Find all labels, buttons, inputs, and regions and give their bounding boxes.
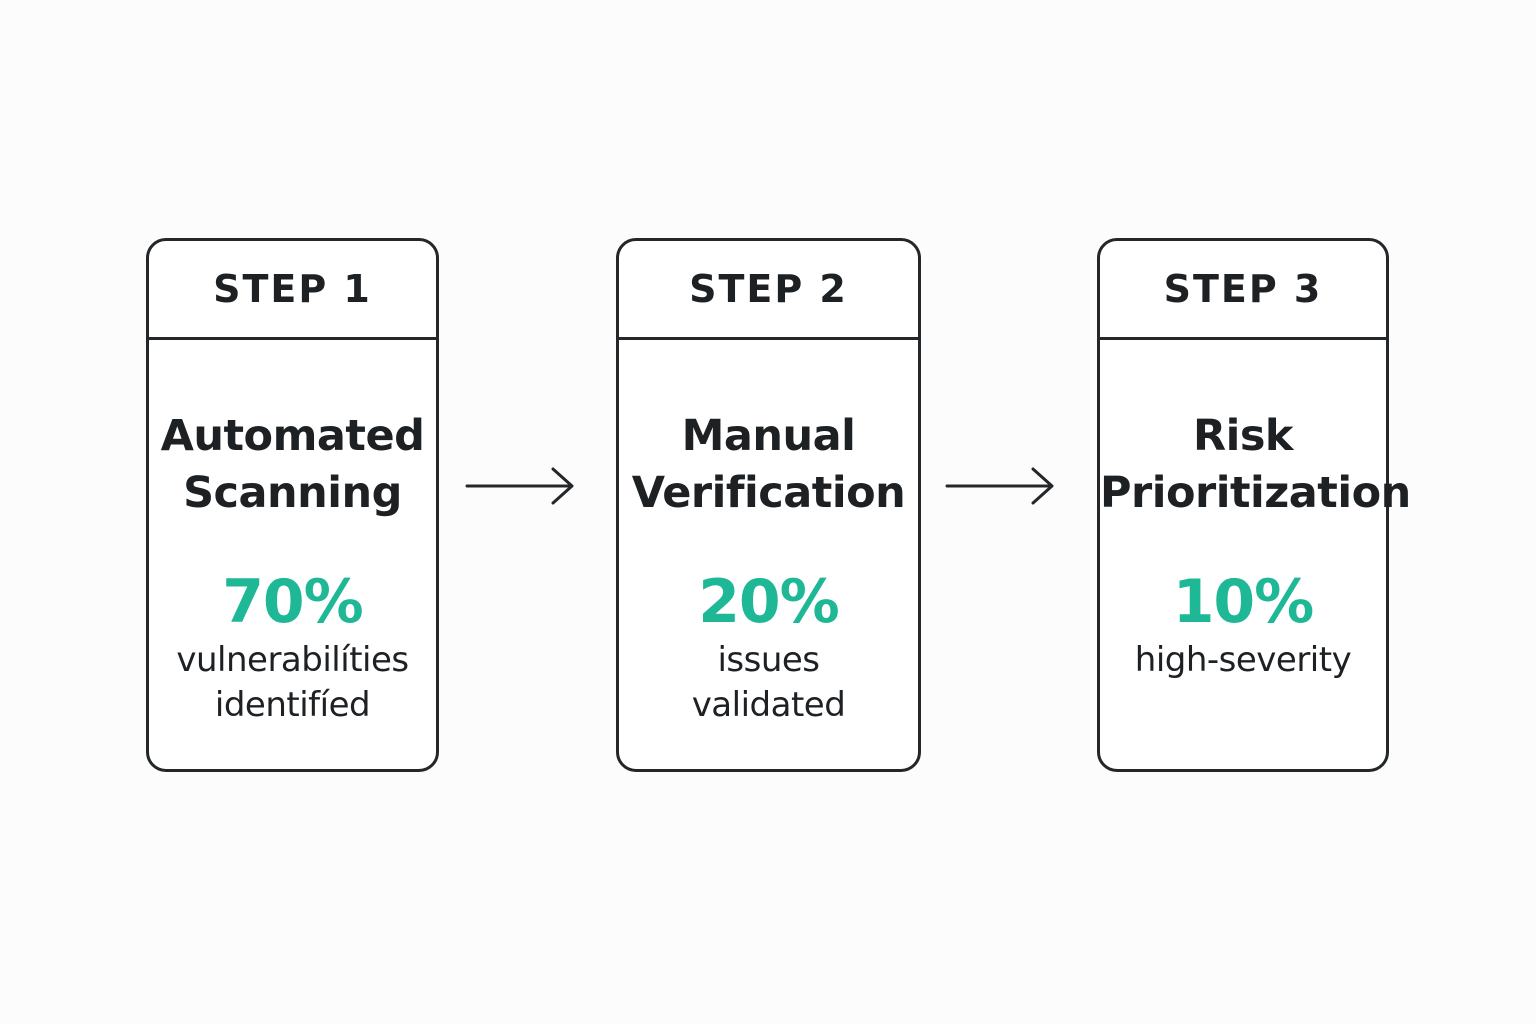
step-caption-line: high-severity (1134, 640, 1352, 680)
step-title: Manual Verification (619, 408, 918, 522)
step-card-3: STEP 3 Risk Prioritization 10% high-seve… (1097, 238, 1411, 772)
step-label: STEP 1 (213, 267, 372, 311)
step-title-line: Risk (1192, 411, 1294, 461)
step-caption-line: vulnerabilíties (176, 640, 409, 680)
step-caption: vulnerabilíties identifíed (149, 638, 436, 728)
step-title: Automated Scanning (149, 408, 436, 522)
step-header-2: STEP 2 (619, 241, 918, 340)
step-title-line: Scanning (183, 468, 402, 518)
step-title: Risk Prioritization (1100, 408, 1411, 522)
arrow-right-icon (465, 467, 574, 505)
step-percent: 10% (1172, 567, 1315, 637)
step-label: STEP 2 (689, 267, 848, 311)
step-card-2: STEP 2 Manual Verification 20% issues va… (616, 238, 921, 772)
step-header-3: STEP 3 (1100, 241, 1386, 340)
step-title-line: Manual (681, 411, 856, 461)
step-caption: issues validated (619, 638, 918, 728)
arrow-right-icon (945, 467, 1054, 505)
step-label: STEP 3 (1163, 267, 1323, 311)
step-title-line: Automated (160, 411, 425, 461)
step-caption: high-severity (1100, 638, 1386, 683)
step-caption-line: identifíed (214, 685, 371, 725)
step-card-1: STEP 1 Automated Scanning 70% vulnerabil… (146, 238, 439, 772)
step-caption-line: validated (691, 685, 846, 725)
step-header-1: STEP 1 (149, 241, 436, 340)
step-caption-line: issues (717, 640, 820, 680)
step-title-line: Verification (631, 468, 906, 518)
step-percent: 20% (698, 567, 840, 637)
step-percent: 70% (222, 567, 364, 637)
step-title-line: Prioritization (1100, 468, 1411, 518)
